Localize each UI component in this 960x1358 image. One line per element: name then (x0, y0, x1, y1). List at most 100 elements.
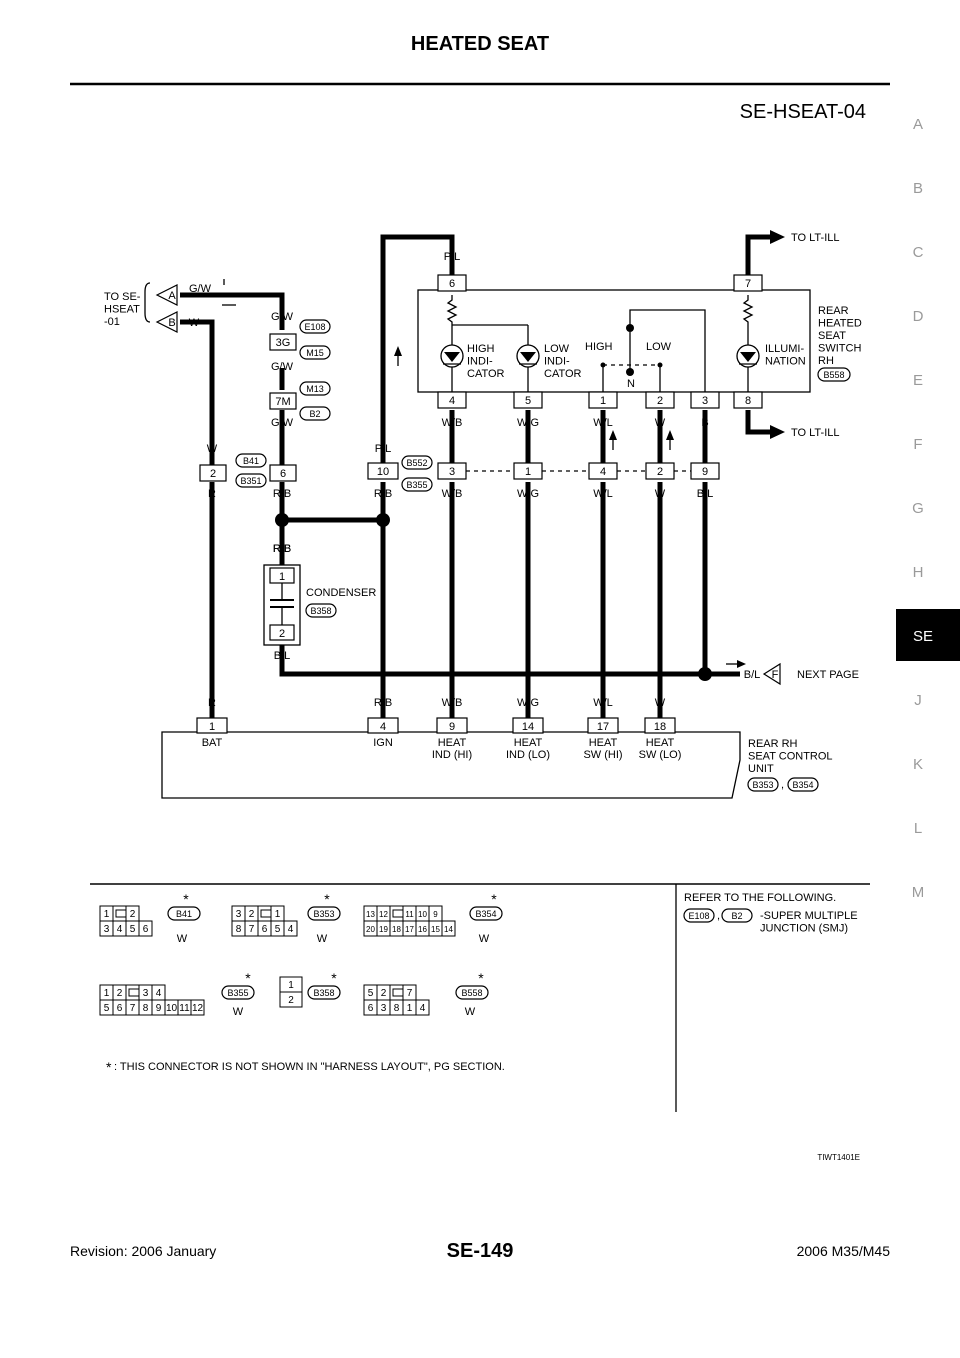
svg-text:1: 1 (525, 466, 531, 478)
switch-box (417, 289, 811, 393)
side-tab-j[interactable]: J (914, 692, 922, 709)
n-label: N (627, 378, 635, 390)
side-tab-f[interactable]: F (913, 436, 922, 453)
wire-color-label: W/B (442, 697, 463, 709)
svg-text:B552: B552 (406, 458, 427, 468)
footer-model: 2006 M35/M45 (797, 1243, 891, 1259)
svg-text:11: 11 (179, 1003, 190, 1014)
side-tab-a[interactable]: A (913, 116, 923, 133)
side-tab-e[interactable]: E (913, 372, 923, 389)
svg-text:12: 12 (192, 1003, 204, 1014)
svg-text:17: 17 (405, 925, 414, 934)
svg-text:20: 20 (366, 925, 375, 934)
footer-page: SE-149 (447, 1240, 514, 1262)
svg-text:9: 9 (449, 721, 455, 733)
wire-color-label: W/L (593, 488, 613, 500)
svg-text:1: 1 (209, 721, 215, 733)
side-tab-active[interactable] (896, 609, 960, 661)
to-lt-ill-top: TO LT-ILL (791, 232, 840, 244)
svg-text:5: 5 (368, 988, 374, 999)
svg-text:*: * (331, 970, 337, 986)
svg-text:7: 7 (249, 924, 255, 935)
side-tab-c[interactable]: C (913, 244, 924, 261)
svg-text:4: 4 (288, 924, 294, 935)
svg-text:*: * (478, 970, 484, 986)
wire-color-label: W (655, 417, 666, 429)
svg-text:2: 2 (279, 628, 285, 640)
side-tab-d[interactable]: D (913, 308, 924, 325)
svg-text:7: 7 (130, 1003, 136, 1014)
svg-text:4: 4 (117, 924, 123, 935)
svg-text:*: * (245, 970, 251, 986)
control-conn-1: B353 (752, 780, 773, 790)
side-tab-b[interactable]: B (913, 180, 923, 197)
svg-text:6: 6 (262, 924, 268, 935)
refer-text: REFER TO THE FOLLOWING. (684, 892, 836, 904)
svg-text:1: 1 (104, 988, 110, 999)
svg-text:2: 2 (130, 909, 136, 920)
side-tab-g[interactable]: G (912, 500, 924, 517)
switch-pin-top: 6 7 (437, 274, 763, 292)
svg-text:12: 12 (379, 910, 388, 919)
svg-text:1: 1 (279, 571, 285, 583)
switch-internals (440, 295, 760, 392)
svg-text:B41: B41 (176, 909, 192, 919)
svg-text:B358: B358 (313, 988, 334, 998)
wire-color-label: W/L (593, 697, 613, 709)
svg-text:4: 4 (380, 721, 386, 733)
svg-text:4: 4 (600, 466, 606, 478)
connector-a (155, 284, 178, 306)
svg-text:14: 14 (444, 925, 453, 934)
wire-color-label: B/L (274, 650, 291, 662)
wire-color-label: R (208, 488, 216, 500)
svg-text:2: 2 (210, 468, 216, 480)
connector-b (155, 311, 178, 333)
svg-text:7M: 7M (275, 396, 290, 408)
svg-text:*: * (491, 891, 497, 907)
svg-text:4: 4 (449, 395, 455, 407)
side-tab-m[interactable]: M (912, 884, 925, 901)
svg-text:,: , (717, 910, 720, 922)
svg-text:17: 17 (597, 721, 609, 733)
wire-color-label: W (655, 488, 666, 500)
wires (180, 234, 770, 720)
svg-text:E108: E108 (304, 322, 325, 332)
wire-color-label: B (701, 417, 708, 429)
wire-color-label: W/G (517, 417, 539, 429)
svg-text:14: 14 (522, 721, 534, 733)
svg-text:B: B (168, 317, 175, 329)
wire-color-label: G/W (271, 417, 294, 429)
wire-color-label: R/B (273, 543, 291, 555)
svg-text:B2: B2 (309, 409, 320, 419)
svg-text:2: 2 (117, 988, 123, 999)
svg-text:1: 1 (104, 909, 110, 920)
svg-text:9: 9 (433, 910, 438, 919)
svg-text:M13: M13 (306, 384, 324, 394)
svg-text:5: 5 (130, 924, 136, 935)
svg-text:3: 3 (702, 395, 708, 407)
svg-text:19: 19 (379, 925, 388, 934)
side-tab-k[interactable]: K (913, 756, 923, 773)
svg-text:3: 3 (236, 909, 242, 920)
svg-text:10: 10 (377, 466, 389, 478)
switch-conn-label: B558 (823, 370, 844, 380)
svg-text:6: 6 (143, 924, 149, 935)
wire-color-label: W (189, 317, 200, 329)
svg-text:1: 1 (407, 1003, 413, 1014)
connector-f (762, 662, 781, 686)
svg-text:2: 2 (288, 995, 294, 1006)
side-tab-h[interactable]: H (913, 564, 924, 581)
svg-text:IGN: IGN (373, 737, 393, 749)
to-lt-ill-bottom: TO LT-ILL (791, 427, 840, 439)
side-tab-l[interactable]: L (914, 820, 922, 837)
